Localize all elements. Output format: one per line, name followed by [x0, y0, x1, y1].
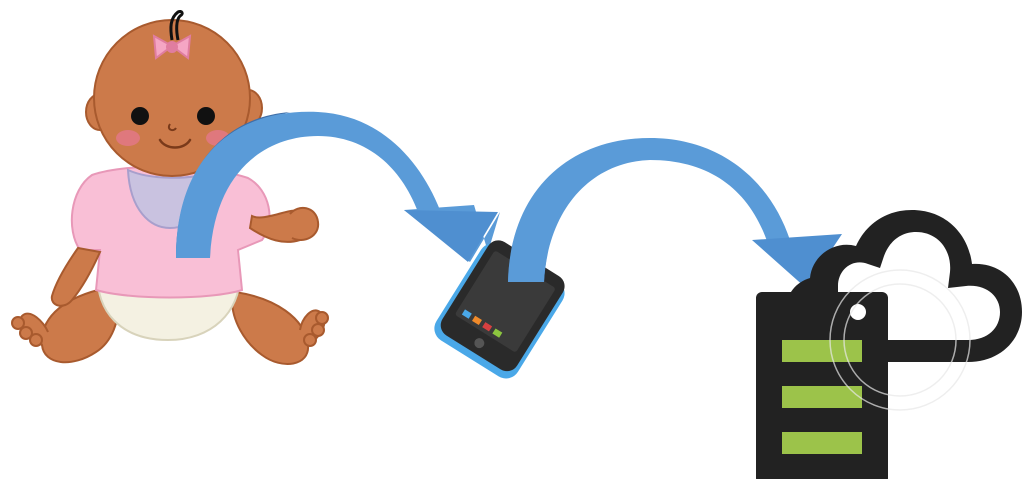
server-drive-3 — [782, 432, 862, 454]
left-eye — [131, 107, 149, 125]
arrow-2-body — [508, 138, 790, 282]
baby-fist — [290, 208, 318, 240]
server-drive-1 — [782, 340, 862, 362]
baby-illustration — [12, 11, 328, 364]
right-eye — [197, 107, 215, 125]
server-power-light — [850, 304, 866, 320]
smartphone-icon — [429, 234, 572, 384]
curved-arrow-phone-to-server — [508, 138, 842, 288]
